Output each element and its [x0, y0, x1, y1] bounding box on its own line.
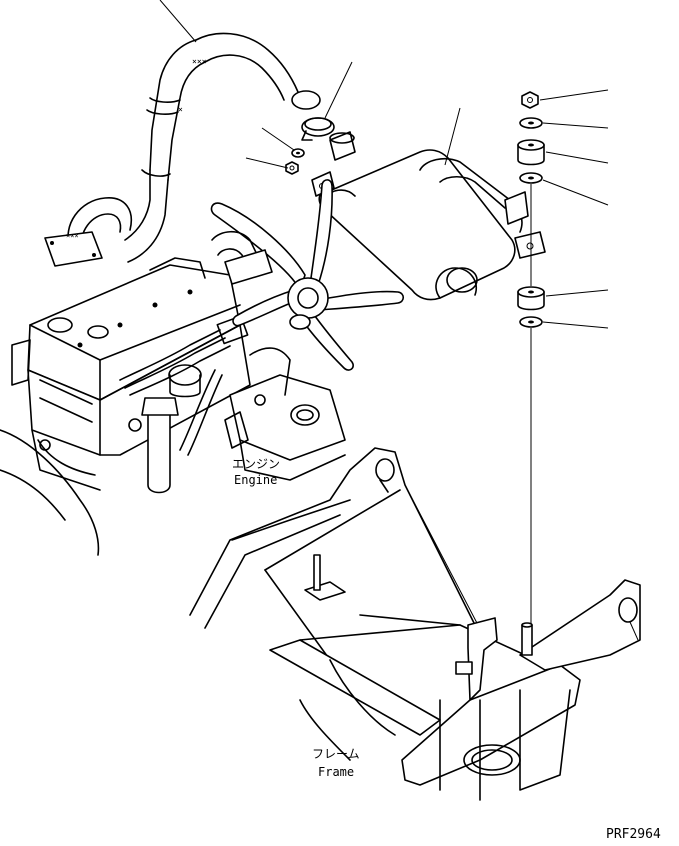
- leader-lines: [159, 0, 609, 329]
- exhaust-elbow: ×××: [44, 197, 132, 267]
- mount-nut: [521, 91, 539, 109]
- mount-washer-bottom: [519, 316, 543, 328]
- engine-label-jp: エンジン: [232, 457, 280, 471]
- engine: [0, 257, 346, 556]
- frame-label-jp: フレーム: [312, 747, 360, 761]
- radiator-hose: [211, 230, 273, 285]
- svg-text:×××: ×××: [66, 232, 79, 240]
- mount-rubber-lower: [517, 286, 545, 311]
- engine-label-en: Engine: [234, 473, 277, 487]
- mount-washer-top: [519, 117, 543, 129]
- cooling-fan: [210, 179, 405, 371]
- frame-label-en: Frame: [318, 765, 354, 779]
- frame: [189, 447, 641, 801]
- svg-text:×××: ×××: [192, 57, 207, 66]
- svg-text:×: ×: [178, 105, 183, 114]
- clamp-nut: [285, 161, 299, 175]
- mount-washer-mid: [519, 172, 543, 184]
- drawing-code: PRF2964: [606, 827, 661, 842]
- exhaust-pipe: ××× ×: [124, 32, 321, 263]
- clamp-washer: [291, 148, 305, 158]
- muffler: [311, 131, 546, 301]
- mount-rubber-top: [517, 139, 545, 166]
- pipe-clamp: [301, 117, 335, 141]
